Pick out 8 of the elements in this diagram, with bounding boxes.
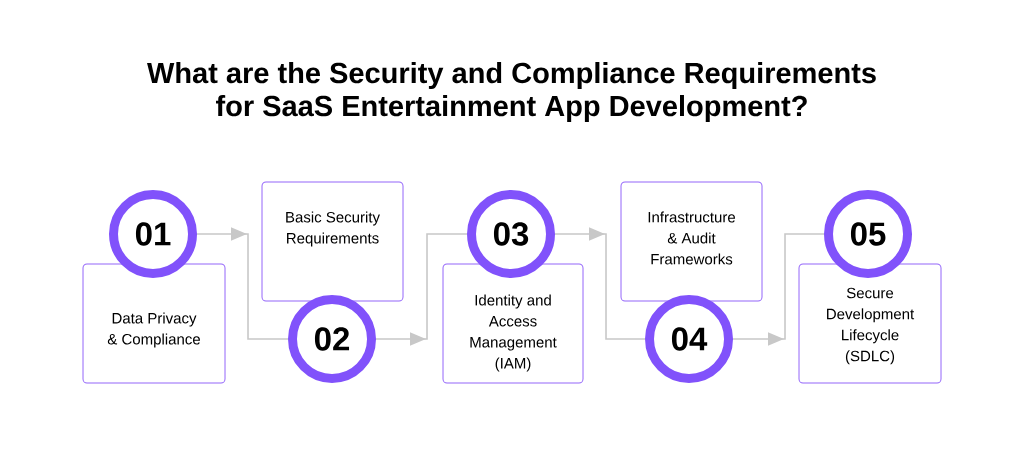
arrow (196, 227, 289, 340)
arrow (375, 233, 468, 346)
arrow (554, 227, 646, 340)
step-box: Infrastructure & Audit Frameworks (620, 181, 763, 302)
step-box: Basic Security Requirements (261, 181, 404, 302)
arrow (732, 233, 825, 346)
title: What are the Security and Compliance Requirements for SaaS Entertainment App Development? (147, 62, 876, 123)
node-label: 05 (850, 222, 886, 246)
